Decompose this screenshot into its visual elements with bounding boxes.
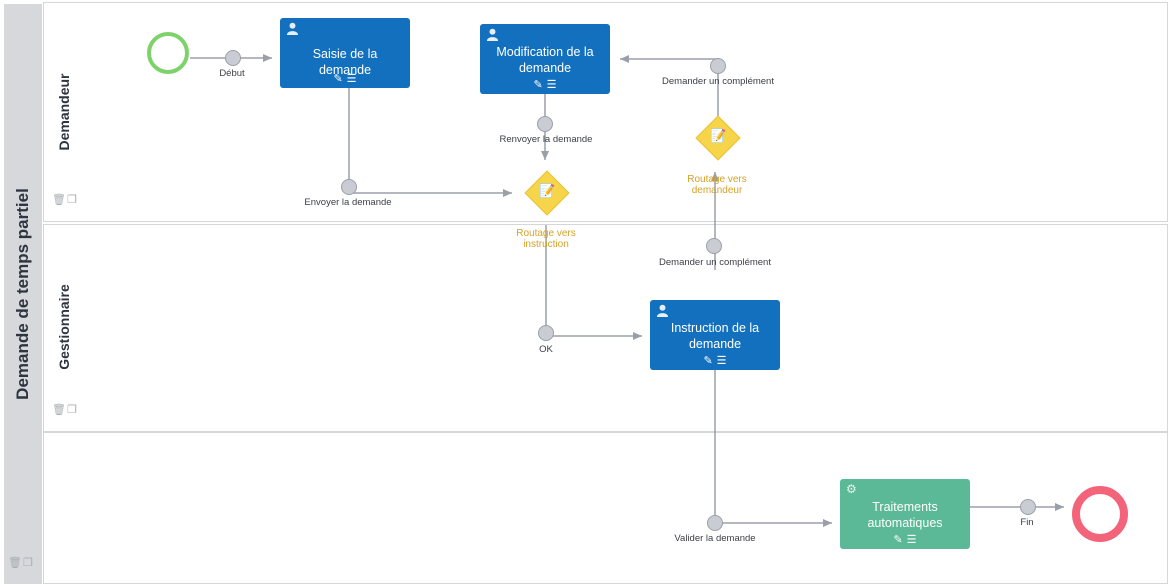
user-icon <box>286 22 299 35</box>
gateway-label-instruction: Routage vers instruction <box>516 228 576 250</box>
user-icon <box>486 28 499 41</box>
flow-handle-demander-top <box>710 58 726 74</box>
flow-demander-complement-top <box>620 55 719 116</box>
copy-icon[interactable]: ❐ <box>22 557 34 569</box>
task-instruction[interactable]: Instruction de la demande ✎☰ <box>650 300 780 370</box>
task-actions: ✎☰ <box>480 79 610 91</box>
task-actions: ✎☰ <box>650 355 780 367</box>
flow-valider <box>714 370 832 527</box>
lane-tools-gestionnaire: 🗑❐ <box>52 403 78 416</box>
document-icon: 📝 <box>710 128 727 143</box>
flow-label-demander-mid: Demander un complément <box>659 257 771 268</box>
menu-icon[interactable]: ☰ <box>546 79 557 91</box>
lane-tools-demandeur: 🗑❐ <box>52 193 78 206</box>
edit-icon[interactable]: ✎ <box>533 79 543 91</box>
flow-handle-ok <box>538 325 554 341</box>
edit-icon[interactable]: ✎ <box>333 73 343 85</box>
task-traitements[interactable]: ⚙ Traitements automatiques ✎☰ <box>840 479 970 549</box>
flow-label-debut: Début <box>219 68 245 79</box>
task-actions: ✎☰ <box>280 73 410 85</box>
flow-handle-demander-mid <box>706 238 722 254</box>
flow-handle-valider <box>707 515 723 531</box>
flow-label-envoyer: Envoyer la demande <box>304 197 392 208</box>
task-label: Modification de la demande <box>496 45 594 75</box>
flow-handle-envoyer <box>341 179 357 195</box>
menu-icon[interactable]: ☰ <box>906 534 917 546</box>
flow-handle-fin <box>1020 499 1036 515</box>
task-saisie[interactable]: Saisie de la demande ✎☰ <box>280 18 410 88</box>
task-label: Saisie de la demande <box>312 47 378 77</box>
flow-handle-debut <box>225 50 241 66</box>
gear-icon: ⚙ <box>846 482 857 496</box>
menu-icon[interactable]: ☰ <box>346 73 357 85</box>
flow-envoyer <box>348 88 512 197</box>
menu-icon[interactable]: ☰ <box>716 355 727 367</box>
trash-icon[interactable]: 🗑 <box>8 557 23 569</box>
flow-label-valider: Valider la demande <box>674 533 756 544</box>
lane-automatique[interactable] <box>43 432 1168 584</box>
start-event[interactable] <box>147 32 189 74</box>
copy-icon[interactable]: ❐ <box>66 194 78 206</box>
edit-icon[interactable]: ✎ <box>703 355 713 367</box>
edit-icon[interactable]: ✎ <box>893 534 903 546</box>
document-icon: 📝 <box>539 183 556 198</box>
trash-icon[interactable]: 🗑 <box>52 194 67 206</box>
flow-handle-renvoyer <box>537 116 553 132</box>
flow-label-renvoyer: Renvoyer la demande <box>499 134 593 145</box>
task-actions: ✎☰ <box>840 534 970 546</box>
pool-header[interactable] <box>4 4 42 584</box>
task-label: Instruction de la demande <box>670 321 760 351</box>
flow-label-demander-top: Demander un complément <box>662 76 774 87</box>
copy-icon[interactable]: ❐ <box>66 404 78 416</box>
flow-label-ok: OK <box>539 344 553 355</box>
flow-label-fin: Fin <box>1020 517 1034 528</box>
lane-gestionnaire[interactable] <box>43 224 1168 432</box>
task-label: Traitements automatiques <box>867 500 943 530</box>
trash-icon[interactable]: 🗑 <box>52 404 67 416</box>
user-icon <box>656 304 669 317</box>
pool-tools: 🗑❐ <box>8 556 34 569</box>
task-modification[interactable]: Modification de la demande ✎☰ <box>480 24 610 94</box>
gateway-label-demandeur: Routage vers demandeur <box>687 174 747 196</box>
end-event[interactable] <box>1072 486 1128 542</box>
